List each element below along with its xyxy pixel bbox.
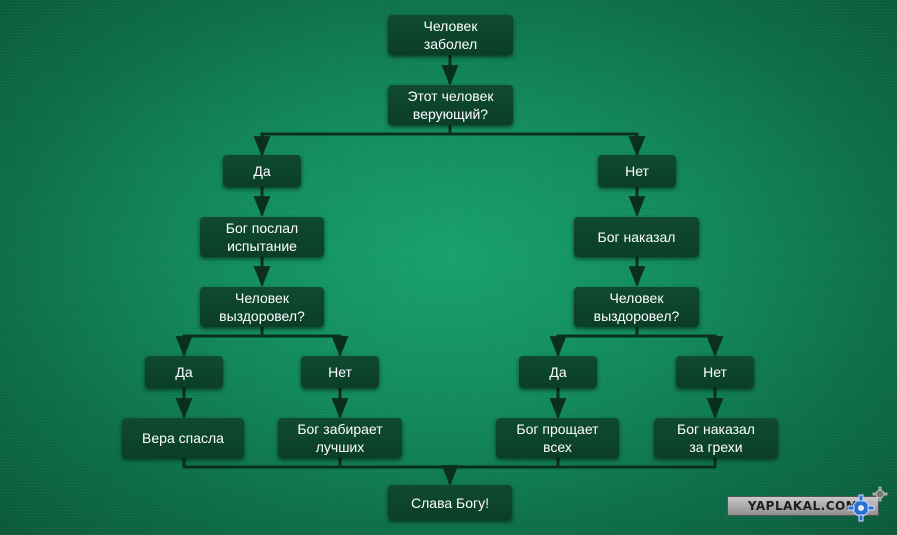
- gear-icon: [847, 494, 875, 522]
- node-question-believer: Этот человек верующий?: [388, 85, 513, 125]
- node-punished: Бог наказал: [574, 217, 699, 257]
- node-no-left-right: Нет: [301, 356, 379, 388]
- watermark-badge: YAPLAKAL.COM: [727, 496, 879, 516]
- node-start: Человек заболел: [388, 15, 513, 55]
- node-no-right: Нет: [598, 155, 676, 187]
- node-takes-best: Бог забирает лучших: [278, 418, 402, 458]
- node-question-recovered-left: Человек выздоровел?: [200, 287, 324, 327]
- node-test-sent: Бог послал испытание: [200, 217, 324, 257]
- node-yes-left-left: Да: [145, 356, 223, 388]
- node-no-right-right: Нет: [676, 356, 754, 388]
- node-yes-right-left: Да: [519, 356, 597, 388]
- watermark-text: YAPLAKAL.COM: [747, 499, 859, 513]
- small-gear-icon: [872, 486, 888, 502]
- node-faith-saved: Вера спасла: [122, 418, 244, 458]
- node-question-recovered-right: Человек выздоровел?: [574, 287, 699, 327]
- node-punished-for-sins: Бог наказал за грехи: [654, 418, 778, 458]
- node-end: Слава Богу!: [388, 485, 512, 520]
- node-forgives-all: Бог прощает всех: [496, 418, 619, 458]
- node-yes-left: Да: [223, 155, 301, 187]
